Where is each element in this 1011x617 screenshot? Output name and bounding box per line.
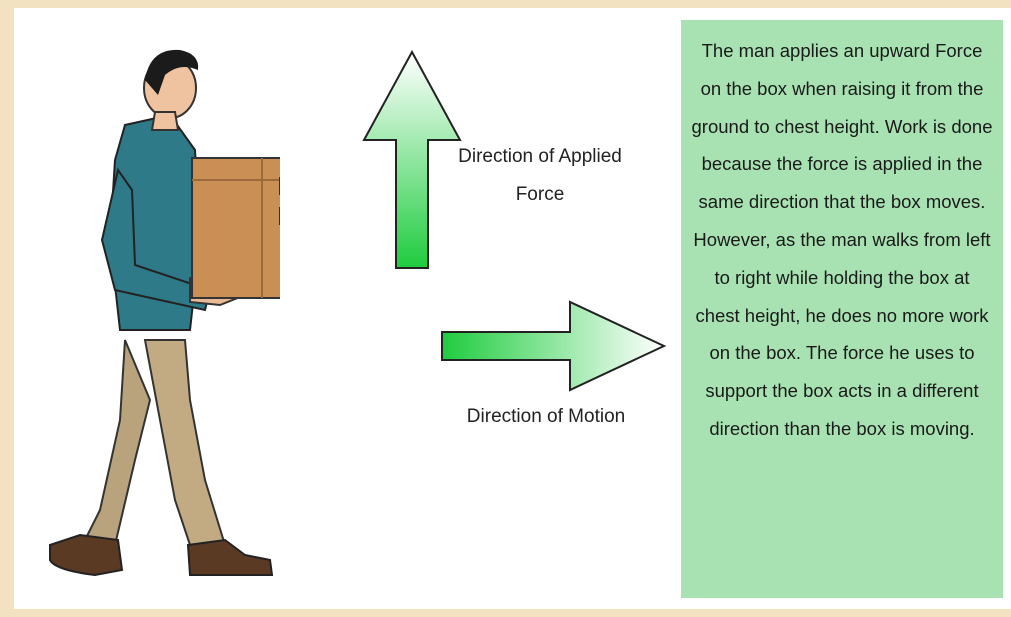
motion-arrow (438, 300, 668, 392)
explanation-text: The man applies an upward Force on the b… (691, 32, 993, 448)
explanation-box: The man applies an upward Force on the b… (681, 20, 1003, 598)
applied-force-arrow (360, 48, 464, 272)
motion-label: Direction of Motion (428, 398, 664, 436)
man-carrying-box-illustration (40, 40, 280, 600)
applied-force-label: Direction of Applied Force (450, 138, 630, 214)
